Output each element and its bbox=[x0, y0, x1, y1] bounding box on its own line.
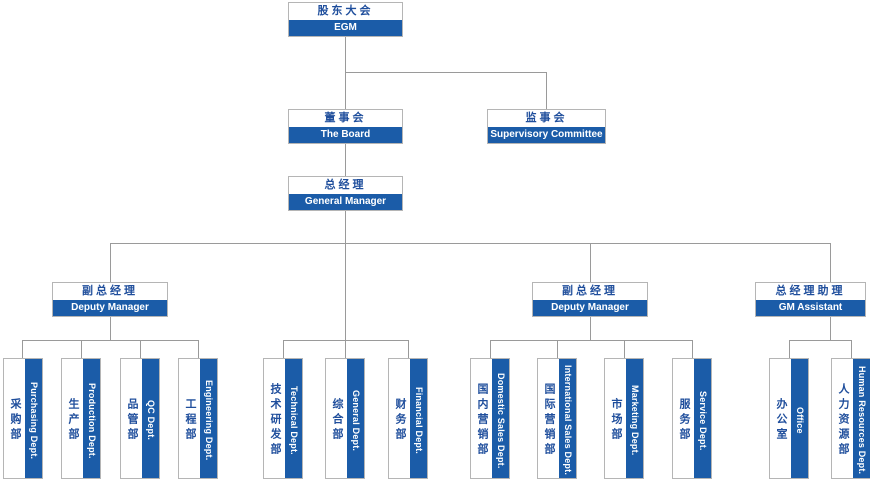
node-egm[interactable]: 股东大会 EGM bbox=[288, 2, 403, 37]
dept-service-cn: 服务部 bbox=[673, 359, 694, 478]
node-deputy2-en: Deputy Manager bbox=[533, 300, 647, 316]
node-gm-cn: 总经理 bbox=[289, 177, 402, 194]
connector-dept-marketing bbox=[624, 340, 625, 359]
connector-gm-bus bbox=[110, 243, 830, 244]
connector-gmassistant-to-bus bbox=[830, 315, 831, 340]
dept-marketing-cn: 市场部 bbox=[605, 359, 626, 478]
connector-gmassistant-drop bbox=[830, 243, 831, 283]
node-board-en: The Board bbox=[289, 127, 402, 143]
dept-domestic-sales-en: Domestic Sales Dept. bbox=[492, 359, 509, 478]
connector-deputy1-drop bbox=[110, 243, 111, 283]
dept-domestic-sales[interactable]: 国内营销部 Domestic Sales Dept. bbox=[470, 358, 510, 479]
node-gmassistant-cn: 总经理助理 bbox=[756, 283, 865, 300]
dept-production[interactable]: 生产部 Production Dept. bbox=[61, 358, 101, 479]
connector-dept-domestic bbox=[490, 340, 491, 359]
connector-deputy1-to-bus bbox=[110, 315, 111, 340]
node-deputy-manager-2[interactable]: 副总经理 Deputy Manager bbox=[532, 282, 648, 317]
dept-general-en: General Dept. bbox=[347, 359, 364, 478]
dept-technical-cn: 技术研发部 bbox=[264, 359, 285, 478]
connector-deputy2-bus bbox=[490, 340, 692, 341]
connector-board-drop bbox=[345, 72, 346, 110]
dept-qc-en: QC Dept. bbox=[142, 359, 159, 478]
dept-domestic-sales-cn: 国内营销部 bbox=[471, 359, 492, 478]
connector-egm-down bbox=[345, 37, 346, 72]
dept-purchasing[interactable]: 采购部 Purchasing Dept. bbox=[3, 358, 43, 479]
connector-dept-hr bbox=[851, 340, 852, 359]
node-general-manager[interactable]: 总经理 General Manager bbox=[288, 176, 403, 211]
connector-deputy2-drop bbox=[590, 243, 591, 283]
dept-human-resources-cn: 人力资源部 bbox=[832, 359, 853, 478]
node-gmassistant-en: GM Assistant bbox=[756, 300, 865, 316]
connector-egm-bus bbox=[345, 72, 547, 73]
node-gm-en: General Manager bbox=[289, 194, 402, 210]
dept-financial[interactable]: 财务部 Financial Dept. bbox=[388, 358, 428, 479]
connector-gm-down bbox=[345, 210, 346, 243]
connector-dept-qc bbox=[140, 340, 141, 359]
node-supervisory-cn: 监事会 bbox=[488, 110, 605, 127]
dept-qc-cn: 品管部 bbox=[121, 359, 142, 478]
dept-office-en: Office bbox=[791, 359, 808, 478]
dept-technical-en: Technical Dept. bbox=[285, 359, 302, 478]
dept-financial-en: Financial Dept. bbox=[410, 359, 427, 478]
connector-dept-service bbox=[692, 340, 693, 359]
dept-technical[interactable]: 技术研发部 Technical Dept. bbox=[263, 358, 303, 479]
dept-service-en: Service Dept. bbox=[694, 359, 711, 478]
connector-dept-office bbox=[789, 340, 790, 359]
dept-production-cn: 生产部 bbox=[62, 359, 83, 478]
node-deputy1-cn: 副总经理 bbox=[53, 283, 167, 300]
connector-board-to-gm bbox=[345, 143, 346, 177]
node-supervisory-committee[interactable]: 监事会 Supervisory Committee bbox=[487, 109, 606, 144]
dept-marketing[interactable]: 市场部 Marketing Dept. bbox=[604, 358, 644, 479]
connector-dept-purchasing bbox=[22, 340, 23, 359]
node-egm-en: EGM bbox=[289, 20, 402, 36]
connector-gmassistant-bus bbox=[789, 340, 851, 341]
connector-supervisory-drop bbox=[546, 72, 547, 110]
dept-general-cn: 综合部 bbox=[326, 359, 347, 478]
node-deputy1-en: Deputy Manager bbox=[53, 300, 167, 316]
dept-service[interactable]: 服务部 Service Dept. bbox=[672, 358, 712, 479]
node-egm-cn: 股东大会 bbox=[289, 3, 402, 20]
connector-gm-center-down bbox=[345, 243, 346, 340]
node-supervisory-en: Supervisory Committee bbox=[488, 127, 605, 143]
dept-human-resources[interactable]: 人力资源部 Human Resources Dept. bbox=[831, 358, 870, 479]
dept-engineering-cn: 工程部 bbox=[179, 359, 200, 478]
dept-international-sales-cn: 国际营销部 bbox=[538, 359, 559, 478]
dept-international-sales-en: International Sales Dept. bbox=[559, 359, 576, 478]
dept-office-cn: 办公室 bbox=[770, 359, 791, 478]
node-deputy2-cn: 副总经理 bbox=[533, 283, 647, 300]
node-gm-assistant[interactable]: 总经理助理 GM Assistant bbox=[755, 282, 866, 317]
dept-financial-cn: 财务部 bbox=[389, 359, 410, 478]
dept-international-sales[interactable]: 国际营销部 International Sales Dept. bbox=[537, 358, 577, 479]
connector-dept-international bbox=[557, 340, 558, 359]
dept-purchasing-en: Purchasing Dept. bbox=[25, 359, 42, 478]
connector-dept-financial bbox=[408, 340, 409, 359]
connector-dept-engineering bbox=[198, 340, 199, 359]
connector-deputy2-to-bus bbox=[590, 315, 591, 340]
node-board[interactable]: 董事会 The Board bbox=[288, 109, 403, 144]
dept-engineering[interactable]: 工程部 Engineering Dept. bbox=[178, 358, 218, 479]
node-board-cn: 董事会 bbox=[289, 110, 402, 127]
connector-dept-technical bbox=[283, 340, 284, 359]
dept-qc[interactable]: 品管部 QC Dept. bbox=[120, 358, 160, 479]
connector-deputy1-bus bbox=[22, 340, 198, 341]
connector-dept-production bbox=[81, 340, 82, 359]
dept-production-en: Production Dept. bbox=[83, 359, 100, 478]
connector-dept-general bbox=[345, 340, 346, 359]
dept-general[interactable]: 综合部 General Dept. bbox=[325, 358, 365, 479]
dept-marketing-en: Marketing Dept. bbox=[626, 359, 643, 478]
node-deputy-manager-1[interactable]: 副总经理 Deputy Manager bbox=[52, 282, 168, 317]
dept-human-resources-en: Human Resources Dept. bbox=[853, 359, 870, 478]
dept-engineering-en: Engineering Dept. bbox=[200, 359, 217, 478]
dept-office[interactable]: 办公室 Office bbox=[769, 358, 809, 479]
dept-purchasing-cn: 采购部 bbox=[4, 359, 25, 478]
